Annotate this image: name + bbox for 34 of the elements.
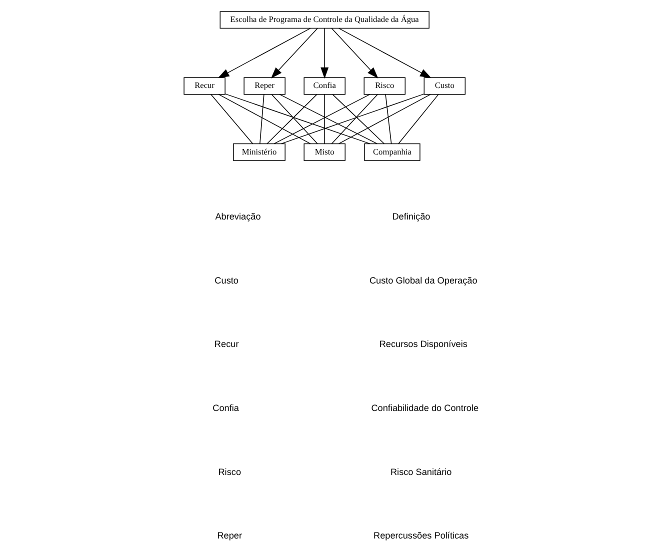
node-box: Risco xyxy=(363,77,406,95)
arrow xyxy=(270,28,318,78)
label: Custo Global da Operação xyxy=(368,275,477,286)
label: Abreviação xyxy=(214,211,260,222)
node-box: Companhia xyxy=(364,143,420,161)
node-box: Misto xyxy=(303,143,345,161)
connector xyxy=(384,94,392,144)
arrow xyxy=(217,28,310,78)
node-box: Reper xyxy=(243,77,285,95)
label: Reper xyxy=(216,530,242,541)
node-box: Escolha de Programa de Controle da Qualidade da Água xyxy=(219,11,429,29)
connector xyxy=(224,94,370,144)
arrow xyxy=(320,28,328,79)
connector xyxy=(218,94,310,144)
label: Confia xyxy=(212,402,238,413)
node-box: Ministério xyxy=(232,143,285,161)
connector xyxy=(338,94,430,144)
label: Recursos Disponíveis xyxy=(378,339,467,350)
arrow xyxy=(330,28,378,78)
connector xyxy=(210,94,253,144)
node-box: Recur xyxy=(183,77,225,95)
node-box: Confia xyxy=(303,77,345,95)
label: Confiabilidade do Controle xyxy=(370,402,478,413)
connector xyxy=(398,94,438,144)
node-box: Custo xyxy=(423,77,466,95)
label: Repercussões Políticas xyxy=(373,530,468,541)
connector xyxy=(280,94,424,144)
connector xyxy=(259,94,264,144)
label: Recur xyxy=(214,339,238,350)
label: Definição xyxy=(392,211,430,222)
arrow xyxy=(338,28,431,78)
label: Custo xyxy=(214,275,238,286)
label: Risco Sanitário xyxy=(390,466,452,477)
label: Risco xyxy=(218,466,241,477)
